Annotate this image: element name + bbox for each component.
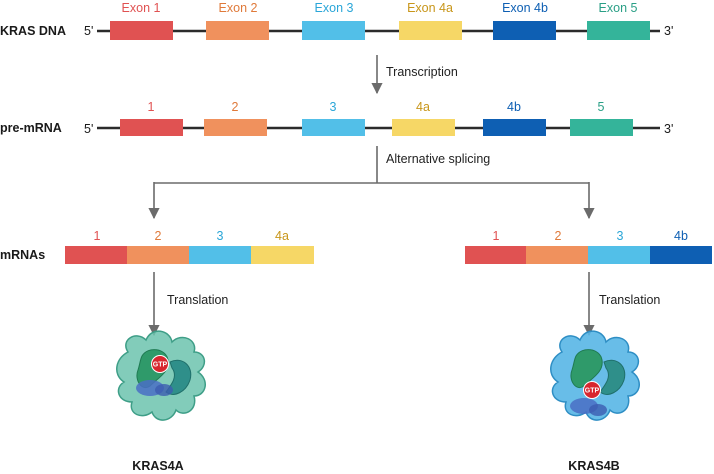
kras4b-gtp-icon xyxy=(583,381,601,399)
kras4a-blue-domain-2 xyxy=(155,384,173,396)
premrna-row: pre-mRNA 5' 3' 1 2 3 4a 4b 5 xyxy=(0,100,673,136)
dna-exon-label-4a: Exon 4a xyxy=(407,1,453,15)
mrna-right-exon-4b xyxy=(650,246,712,264)
kras4a-label: KRAS4A xyxy=(132,459,183,473)
premrna-exon-4b xyxy=(483,119,546,136)
kras4b-gtp-label: GTP xyxy=(585,388,600,395)
splicing-arrows xyxy=(148,146,595,220)
kras4b-helix-right xyxy=(599,359,626,395)
premrna-row-label: pre-mRNA xyxy=(0,121,62,135)
dna-exon-label-3: Exon 3 xyxy=(315,1,354,15)
premrna-exon-label-3: 3 xyxy=(330,100,337,114)
transcription-label: Transcription xyxy=(386,65,458,79)
translation-right-label: Translation xyxy=(599,293,660,307)
mrna-left: 1 2 3 4a xyxy=(65,229,314,264)
dna-exon-label-2: Exon 2 xyxy=(219,1,258,15)
mrna-right-exon-1 xyxy=(465,246,527,264)
dna-exon-3 xyxy=(302,21,365,40)
dna-exon-1 xyxy=(110,21,173,40)
dna-three-prime: 3' xyxy=(664,24,673,38)
dna-exon-2 xyxy=(206,21,269,40)
premrna-exon-label-4a: 4a xyxy=(416,100,430,114)
premrna-exon-label-1: 1 xyxy=(148,100,155,114)
kras4a-gtp-label: GTP xyxy=(153,362,168,369)
premrna-exon-3 xyxy=(302,119,365,136)
kras4b-blue-domain-2 xyxy=(589,404,607,416)
mrnas-row-label: mRNAs xyxy=(0,248,45,262)
mrna-left-exon-2 xyxy=(127,246,190,264)
mrna-right: 1 2 3 4b xyxy=(465,229,712,264)
mrna-right-exon-2 xyxy=(526,246,589,264)
kras4a-protein-icon: GTP xyxy=(116,330,206,421)
mrna-right-exon-3 xyxy=(588,246,651,264)
splicing-label: Alternative splicing xyxy=(386,152,490,166)
premrna-exon-4a xyxy=(392,119,455,136)
premrna-exon-label-5: 5 xyxy=(598,100,605,114)
translation-left-label: Translation xyxy=(167,293,228,307)
dna-five-prime: 5' xyxy=(84,24,93,38)
premrna-exon-5 xyxy=(570,119,633,136)
mrna-left-label-2: 2 xyxy=(155,229,162,243)
mrna-left-label-1: 1 xyxy=(94,229,101,243)
kras4a-gtp-icon xyxy=(151,355,169,373)
mrna-right-label-2: 2 xyxy=(555,229,562,243)
mrna-left-exon-4a xyxy=(251,246,314,264)
premrna-exon-1 xyxy=(120,119,183,136)
dna-row: KRAS DNA 5' 3' Exon 1 Exon 2 Exon 3 Exon… xyxy=(0,1,673,40)
premrna-exon-label-2: 2 xyxy=(232,100,239,114)
premrna-five-prime: 5' xyxy=(84,122,93,136)
kras4b-protein-icon: GTP xyxy=(550,330,640,421)
mrna-left-label-4a: 4a xyxy=(275,229,289,243)
dna-exon-label-1: Exon 1 xyxy=(122,1,161,15)
dna-row-label: KRAS DNA xyxy=(0,24,66,38)
premrna-exon-2 xyxy=(204,119,267,136)
dna-exon-label-4b: Exon 4b xyxy=(502,1,548,15)
dna-exon-4b xyxy=(493,21,556,40)
dna-exon-4a xyxy=(399,21,462,40)
kras4a-helix-right xyxy=(165,359,192,395)
premrna-exon-label-4b: 4b xyxy=(507,100,521,114)
premrna-three-prime: 3' xyxy=(664,122,673,136)
mrna-left-exon-1 xyxy=(65,246,128,264)
mrna-right-label-3: 3 xyxy=(617,229,624,243)
dna-exon-5 xyxy=(587,21,650,40)
dna-exon-label-5: Exon 5 xyxy=(599,1,638,15)
mrna-left-exon-3 xyxy=(189,246,252,264)
mrna-right-label-1: 1 xyxy=(493,229,500,243)
kras4b-label: KRAS4B xyxy=(568,459,619,473)
mrna-left-label-3: 3 xyxy=(217,229,224,243)
mrna-right-label-4b: 4b xyxy=(674,229,688,243)
